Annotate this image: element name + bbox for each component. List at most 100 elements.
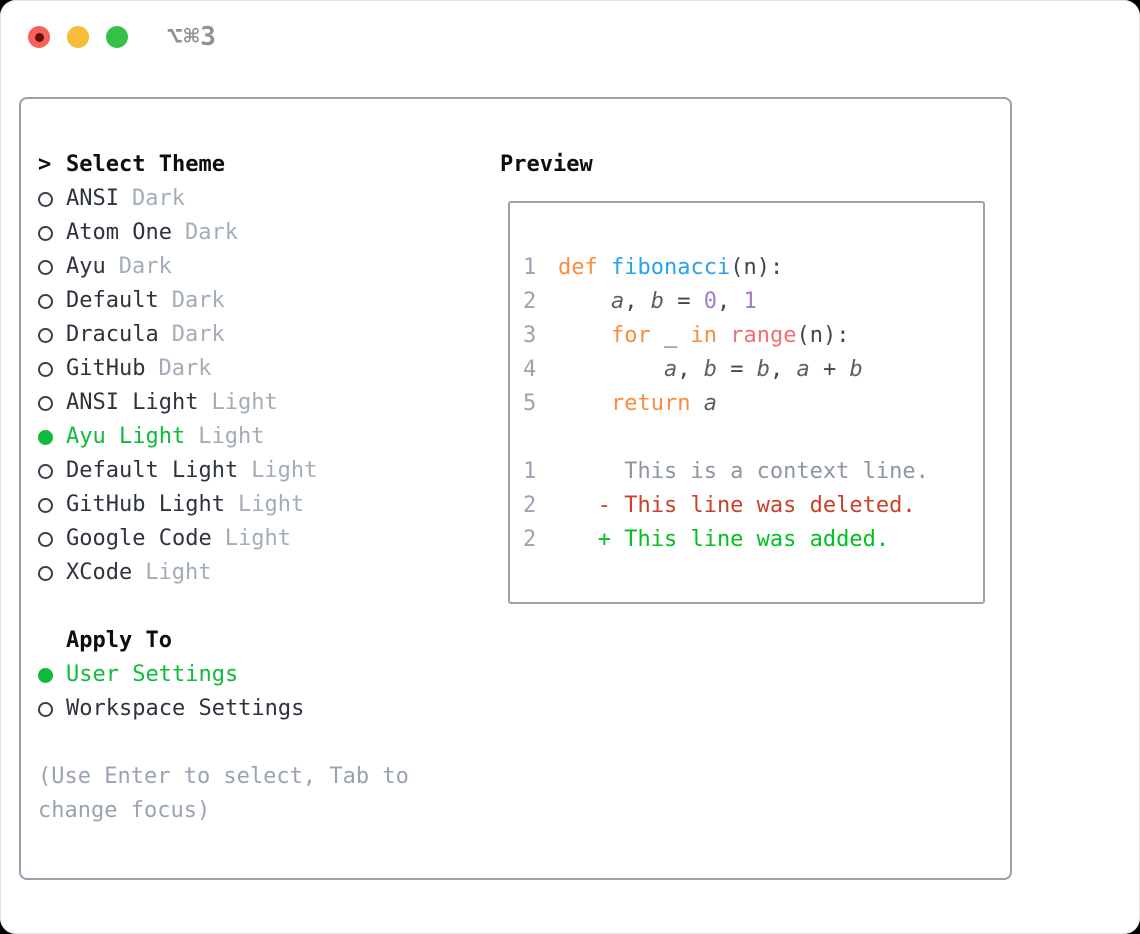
theme-name: XCode [66, 560, 133, 585]
theme-variant-label: Dark [118, 254, 172, 279]
theme-name: GitHub [66, 356, 146, 381]
radio-marker [38, 463, 66, 479]
theme-name: Ayu [66, 254, 106, 279]
code-token: b [703, 357, 717, 382]
radio-unselected-icon [38, 327, 53, 343]
code-token [558, 357, 664, 382]
theme-variant-label: Dark [184, 220, 238, 245]
code-token: return [610, 391, 691, 416]
code-line: 2 a, b = 0, 1 [523, 285, 975, 319]
preview-heading: Preview [500, 152, 593, 177]
apply-to-option-label: User Settings [66, 662, 239, 687]
code-token [558, 289, 611, 314]
window-title: ⌥⌘3 [167, 22, 217, 52]
radio-marker [38, 225, 66, 241]
theme-variant-label: Dark [131, 186, 185, 211]
radio-marker [38, 191, 66, 207]
code-token: range [730, 323, 797, 348]
code-line: 3 for _ in range(n): [523, 319, 975, 353]
code-token: (n): [730, 255, 784, 280]
minimize-button[interactable] [67, 26, 89, 48]
theme-option-row[interactable]: GitHub Dark [38, 352, 409, 386]
radio-marker [38, 395, 66, 411]
apply-to-heading-row: Apply To [38, 624, 409, 658]
code-token: + [809, 357, 850, 382]
theme-name: Ayu Light [66, 424, 186, 449]
code-token: a [610, 289, 625, 314]
code-token: - This line was deleted. [558, 493, 916, 518]
code-line [523, 421, 975, 455]
line-number: 1 [523, 255, 537, 280]
apply-to-option-row[interactable]: User Settings [38, 658, 409, 692]
code-token: b [849, 357, 863, 382]
radio-selected-icon [38, 667, 53, 683]
code-token: in [690, 323, 717, 348]
line-number: 4 [523, 357, 537, 382]
hint-text-line2: change focus) [38, 798, 211, 823]
line-number: 2 [523, 527, 537, 552]
theme-name: Default Light [66, 458, 239, 483]
radio-unselected-icon [38, 497, 53, 513]
theme-picker-heading: Select Theme [66, 152, 225, 177]
theme-option-row[interactable]: Default Light Light [38, 454, 409, 488]
theme-option-row[interactable]: Default Dark [38, 284, 409, 318]
theme-variant-label: Dark [158, 356, 212, 381]
theme-name: Google Code [66, 526, 212, 551]
radio-unselected-icon [38, 225, 53, 241]
theme-variant-label: Light [211, 390, 278, 415]
radio-unselected-icon [38, 565, 53, 581]
zoom-button[interactable] [106, 26, 128, 48]
theme-name: ANSI [66, 186, 119, 211]
line-number: 2 [523, 493, 537, 518]
line-number: 3 [523, 323, 537, 348]
focus-caret-icon: > [38, 152, 52, 177]
apply-to-option-row[interactable]: Workspace Settings [38, 692, 409, 726]
theme-option-row[interactable]: XCode Light [38, 556, 409, 590]
radio-selected-icon [38, 429, 53, 445]
radio-unselected-icon [38, 463, 53, 479]
close-button[interactable] [28, 26, 50, 48]
radio-unselected-icon [38, 259, 53, 275]
code-token: a [796, 357, 810, 382]
code-token: b [650, 289, 664, 314]
radio-marker [38, 531, 66, 547]
radio-marker [38, 565, 66, 581]
hint-text-line1: (Use Enter to select, Tab to [38, 764, 409, 789]
code-token: , [677, 357, 704, 382]
code-token: _ [650, 323, 691, 348]
theme-variant-label: Dark [171, 322, 225, 347]
theme-option-row[interactable]: Ayu Dark [38, 250, 409, 284]
theme-option-row[interactable]: ANSI Dark [38, 182, 409, 216]
apply-to-heading: Apply To [66, 628, 172, 653]
apply-to-option-label: Workspace Settings [66, 696, 305, 721]
code-token: b [756, 357, 770, 382]
theme-name: Default [66, 288, 159, 313]
radio-unselected-icon [38, 395, 53, 411]
theme-variant-label: Light [251, 458, 318, 483]
radio-marker [38, 293, 66, 309]
radio-marker [38, 361, 66, 377]
theme-variant-label: Dark [171, 288, 225, 313]
code-token: (n): [796, 323, 850, 348]
radio-unselected-icon [38, 191, 53, 207]
radio-marker [38, 259, 66, 275]
code-token: 1 [743, 289, 757, 314]
code-token: for [610, 323, 651, 348]
code-token: 0 [703, 289, 717, 314]
theme-variant-label: Light [145, 560, 212, 585]
code-token: = [716, 357, 757, 382]
theme-name: GitHub Light [66, 492, 225, 517]
radio-unselected-icon [38, 701, 53, 717]
line-number: 2 [523, 289, 537, 314]
